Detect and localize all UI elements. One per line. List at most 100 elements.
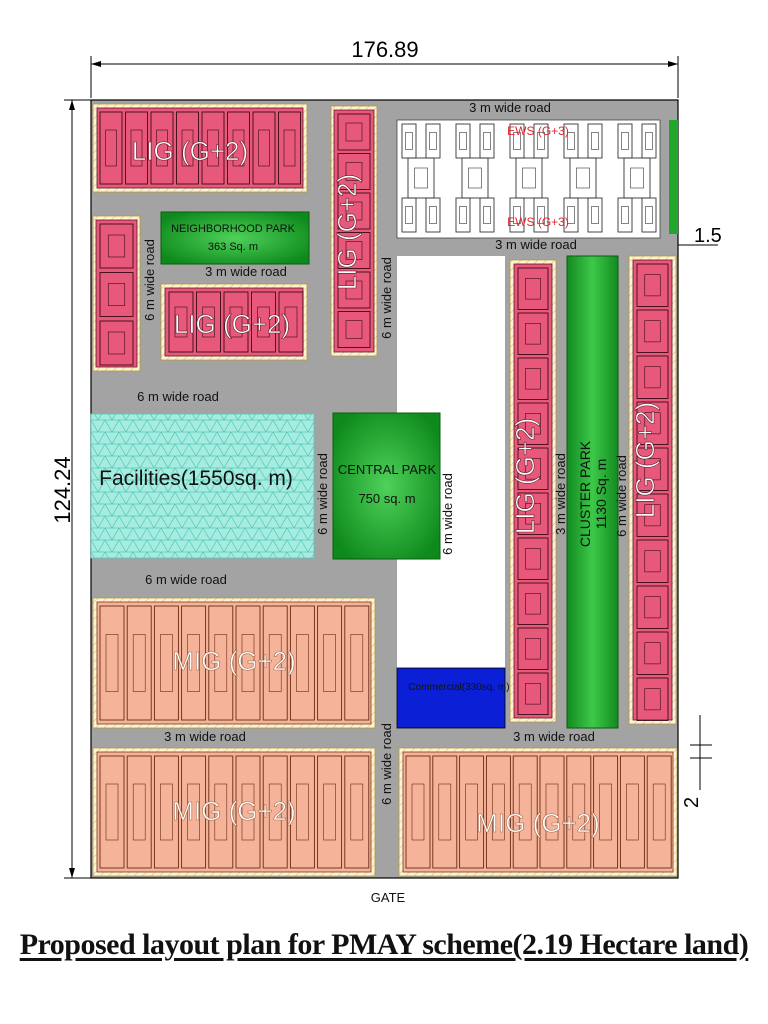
dwelling-unit-room [438,783,452,841]
dwelling-unit [461,157,489,199]
offset-bottom-label: 2 [681,797,703,808]
dwelling-unit-room [405,206,413,224]
dwelling-unit [636,355,669,399]
road-label-cluster-right: 6 m wide road [614,455,629,537]
dwelling-unit-room [132,634,146,692]
dwelling-unit [317,755,343,869]
road-label-top: 3 m wide road [469,100,551,115]
dwelling-unit-room [160,783,173,841]
dwelling-unit-room [630,167,644,189]
dwelling-unit [227,111,250,185]
layout-plan: 176.89 124.24 1.5 2 NEIGHBORHO [50,37,722,905]
dwelling-unit-room [644,366,661,389]
dwelling-unit [515,157,543,199]
dwelling-unit-room [214,634,228,692]
dwelling-unit [251,291,276,353]
dwelling-unit [636,447,669,491]
dwelling-unit [636,493,669,537]
dwelling-unit-room [525,548,541,570]
dwelling-unit-room [537,206,545,224]
dwelling-unit [517,582,549,625]
dwelling-unit [201,111,225,185]
dwelling-unit [337,113,371,151]
dwelling-unit-room [644,688,661,711]
dwelling-unit-room [207,129,219,167]
dwelling-unit-room [525,638,541,660]
dwelling-unit-room [156,129,168,167]
dwelling-unit-room [626,783,639,841]
dwelling-unit-room [645,132,653,150]
dwelling-unit-room [323,634,336,692]
dwelling-unit [636,263,669,307]
dwelling-unit-room [241,634,255,692]
dwelling-unit [407,157,435,199]
dwelling-unit-room [132,783,146,841]
plan-title: Proposed layout plan for PMAY scheme(2.1… [0,928,768,962]
dwelling-unit-room [345,201,363,221]
dwelling-unit [517,312,549,355]
dwelling-unit-room [483,132,491,150]
dwelling-unit-room [644,504,661,527]
road-label-six-upper: 6 m wide road [137,389,219,404]
dwelling-unit [153,605,179,721]
dwelling-unit [262,755,288,869]
dwelling-unit [99,320,134,366]
ews-block [396,119,678,239]
dwelling-unit [278,111,301,185]
dwelling-unit [636,309,669,353]
mig-block-bottom-right [398,747,678,877]
dwelling-unit [636,585,669,629]
dwelling-unit-room [429,206,437,224]
dwelling-unit-room [513,206,521,224]
neighborhood-park-name: NEIGHBORHOOD PARK [171,223,296,235]
dwelling-unit-room [567,132,575,150]
dwelling-unit-room [105,634,119,692]
dwelling-unit-room [187,634,200,692]
dwelling-unit-room [350,783,364,841]
central-park-area: 750 sq. m [358,491,415,506]
dwelling-unit-room [232,129,245,167]
dwelling-unit-room [214,783,228,841]
neighborhood-park: NEIGHBORHOOD PARK 363 Sq. m [160,211,310,265]
dwelling-unit [432,755,458,869]
commercial-area: Commercial(330sq. m) [396,667,510,729]
dwelling-unit-room [537,132,545,150]
dwelling-unit [337,311,371,348]
dwelling-unit [208,755,234,869]
dwelling-unit [252,111,276,185]
road-label-left-vertical: 6 m wide road [142,239,157,321]
dwelling-unit-room [644,596,661,619]
dwelling-unit [168,291,194,353]
cluster-park-name: CLUSTER PARK [577,440,593,547]
dwelling-unit-room [241,783,255,841]
dwelling-unit [289,755,315,869]
neighborhood-park-area: 363 Sq. m [208,241,258,253]
dwelling-unit-room [202,306,215,338]
lig-block-top-left [92,103,308,193]
dwelling-unit-room [644,320,661,343]
dwelling-unit [517,402,549,445]
road-label-central-right: 6 m wide road [440,473,455,555]
dwelling-unit [512,755,538,869]
dwelling-unit-room [576,167,590,189]
dwelling-unit [317,605,343,721]
dwelling-unit [126,755,152,869]
dwelling-unit-room [468,167,482,189]
dwelling-unit [126,605,152,721]
lig-label-top-left: LIG (G+2) [132,136,248,166]
dwelling-unit [539,755,565,869]
dwelling-unit [262,605,288,721]
dwelling-unit [517,267,549,310]
dimension-width: 176.89 [90,37,679,98]
dwelling-unit-room [174,306,188,338]
lig-label-right-inner: LIG (G+2) [510,418,540,534]
dwelling-unit-room [644,458,661,481]
dwelling-unit [235,605,261,721]
dwelling-unit-room [345,122,363,142]
dwelling-unit [485,755,511,869]
dwelling-unit-room [525,458,541,480]
road-label-gate-vertical: 6 m wide road [379,723,394,805]
dwelling-unit-room [107,283,126,306]
dwelling-unit-room [525,683,541,705]
facilities-area: Facilities(1550sq. m) [90,413,315,559]
